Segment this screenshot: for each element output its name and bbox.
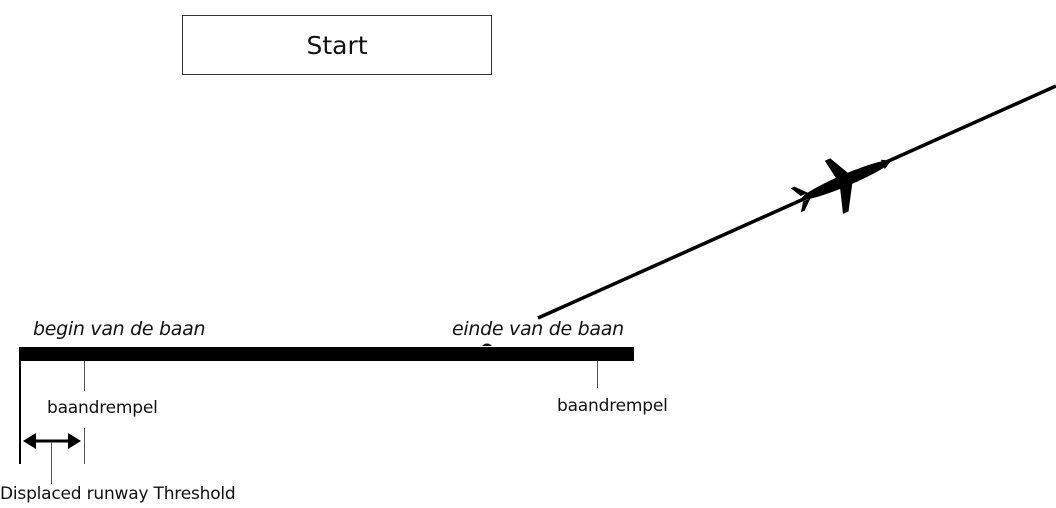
double-arrow-icon	[23, 433, 81, 449]
runway-start-edge	[19, 347, 21, 464]
threshold-tick-right	[597, 361, 598, 388]
approach-path-line	[537, 84, 1056, 320]
airplane-icon	[790, 158, 891, 214]
runway-begin-label: begin van de baan	[33, 318, 206, 340]
threshold-label-right: baandrempel	[557, 396, 668, 416]
runway-bar	[19, 347, 634, 361]
runway-end-label: einde van de baan	[452, 318, 624, 340]
displaced-threshold-label: Displaced runway Threshold	[0, 484, 236, 504]
threshold-tick-left-lower	[84, 428, 85, 464]
displaced-threshold-pointer	[51, 442, 52, 484]
start-button[interactable]: Start	[182, 15, 492, 75]
runway-end-mark	[482, 343, 492, 346]
threshold-label-left: baandrempel	[47, 398, 158, 418]
threshold-tick-left	[84, 361, 85, 391]
